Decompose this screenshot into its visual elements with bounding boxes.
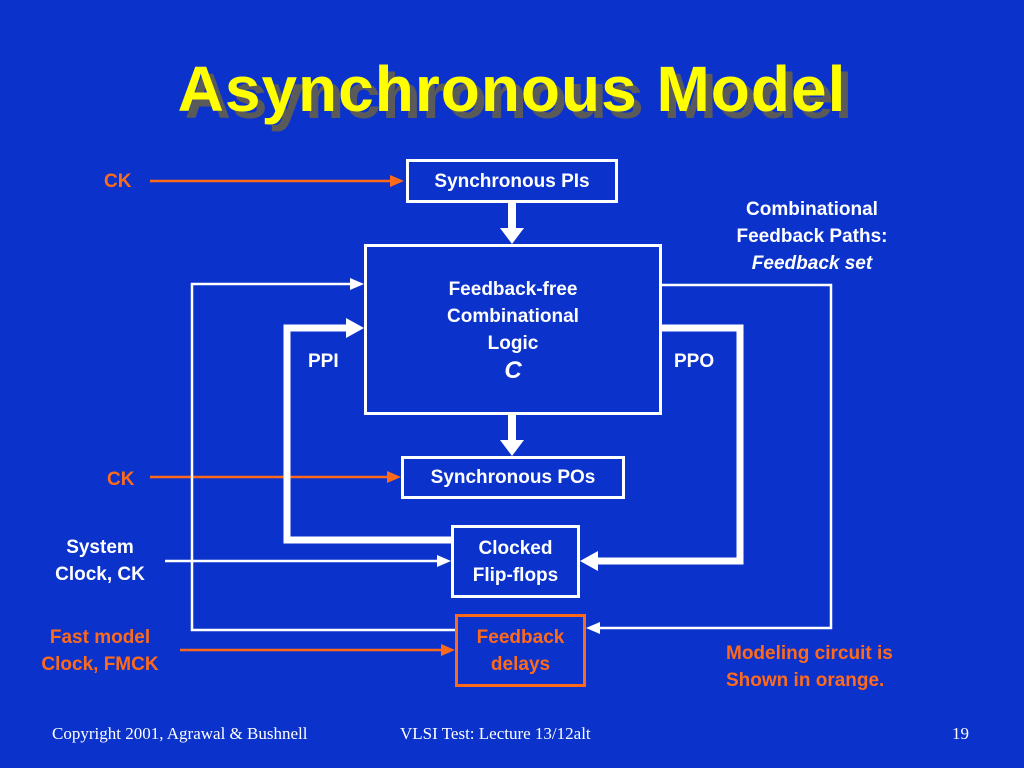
- feedback-delays-block: Feedback delays: [455, 614, 586, 687]
- logic-label-line2: Combinational: [447, 305, 579, 327]
- footer-copyright: Copyright 2001, Agrawal & Bushnell: [52, 724, 308, 743]
- feedback-paths-line1: Combinational: [746, 199, 878, 220]
- flipflops-label-line2: Flip-flops: [472, 564, 559, 586]
- synchronous-pis-label: Synchronous PIs: [434, 170, 590, 192]
- ppo-label: PPO: [674, 351, 715, 372]
- logic-label-line1: Feedback-free: [448, 278, 578, 300]
- feedback-paths-line3: Feedback set: [751, 253, 873, 274]
- modeling-note-line2: Shown in orange.: [726, 670, 885, 691]
- synchronous-pos-block: Synchronous POs: [401, 456, 625, 499]
- ppi-label: PPI: [308, 351, 339, 372]
- ppi-arrowhead: [346, 318, 364, 338]
- combinational-logic-block: Feedback-free Combinational Logic C: [364, 244, 662, 415]
- delays-label-line1: Feedback: [476, 626, 565, 648]
- slide-title: Asynchronous Model: [177, 53, 847, 125]
- footer-course: VLSI Test: Lecture 13/12alt: [400, 724, 591, 743]
- logic-to-pos-arrowhead: [500, 440, 524, 456]
- pis-to-logic-arrowhead: [500, 228, 524, 244]
- feedback-paths-note: Combinational Feedback Paths: Feedback s…: [710, 196, 914, 277]
- fast-clock-label: Fast model Clock, FMCK: [24, 624, 176, 678]
- ppo-arrowhead: [580, 551, 598, 571]
- system-clock-label: System Clock, CK: [36, 534, 164, 588]
- delays-label-line2: delays: [490, 653, 551, 675]
- clocked-flipflops-block: Clocked Flip-flops: [451, 525, 580, 598]
- modeling-note: Modeling circuit is Shown in orange.: [726, 640, 893, 694]
- footer-page-number: 19: [952, 724, 969, 743]
- modeling-note-line1: Modeling circuit is: [726, 643, 893, 664]
- logic-label-line3: Logic: [487, 332, 539, 354]
- feedback-set-out-path: [598, 283, 833, 630]
- synchronous-pos-label: Synchronous POs: [430, 467, 596, 488]
- feedback-paths-line2: Feedback Paths:: [736, 226, 888, 247]
- ck-mid-arrowhead: [387, 471, 401, 483]
- ppo-feedback-path: [596, 324, 744, 565]
- logic-symbol: C: [504, 356, 522, 384]
- ck-top-label: CK: [104, 171, 132, 192]
- feedback-set-return-arrowhead: [350, 278, 364, 290]
- flipflops-label-line1: Clocked: [478, 537, 553, 559]
- ck-top-arrowhead: [390, 175, 404, 187]
- fast-clock-arrowhead: [441, 644, 455, 656]
- system-clock-line2: Clock, CK: [55, 564, 145, 585]
- fast-clock-line2: Clock, FMCK: [41, 654, 159, 675]
- feedback-set-out-arrowhead: [586, 622, 600, 634]
- synchronous-pis-block: Synchronous PIs: [406, 159, 618, 203]
- ck-mid-label: CK: [107, 469, 135, 490]
- system-clock-line1: System: [66, 537, 134, 558]
- ppi-feedback-path: [283, 324, 451, 544]
- fast-clock-line1: Fast model: [49, 627, 151, 648]
- system-clock-arrowhead: [437, 555, 451, 567]
- feedback-set-return-path: [190, 282, 455, 632]
